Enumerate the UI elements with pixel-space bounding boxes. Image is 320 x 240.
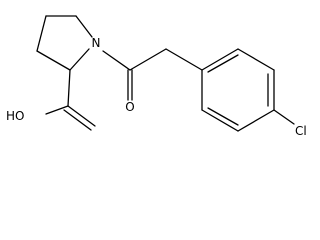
bond-carboxyl-double-o-a — [67, 105, 96, 127]
bond-aryl-1-inner — [207, 54, 239, 73]
bond-aryl-chlorine — [273, 109, 295, 125]
hydroxyl-label: HO — [6, 109, 24, 123]
bond-carbonyl-methylene — [129, 48, 167, 71]
bond-aryl-2 — [237, 48, 275, 71]
nitrogen-label: N — [92, 36, 101, 50]
acyl-chain — [102, 48, 203, 101]
bond-ring-nitrogen-alpha — [69, 48, 90, 71]
carboxylic-acid-group — [45, 69, 96, 131]
chlorophenyl-ring — [201, 48, 295, 132]
bond-aryl-1 — [201, 48, 239, 71]
carbonyl-oxygen-label: O — [125, 100, 134, 114]
bond-ring-right-upper — [75, 15, 93, 38]
bond-aryl-4 — [237, 109, 275, 132]
bond-carboxyl-double-o-b — [63, 109, 92, 131]
pyrrolidine-ring — [36, 15, 93, 71]
chemical-structure-diagram: N O HO Cl — [6, 15, 307, 138]
bond-aryl-5-inner — [207, 107, 239, 126]
bond-methylene-aryl — [165, 48, 203, 71]
bond-ring-left-lower — [36, 50, 71, 71]
chlorine-label: Cl — [295, 124, 307, 138]
bond-ring-left-upper — [36, 15, 47, 52]
bond-alpha-carboxyl — [67, 69, 71, 107]
bond-aryl-5 — [201, 109, 239, 132]
bond-nitrogen-carbonyl — [102, 50, 131, 71]
bond-carboxyl-hydroxyl — [45, 105, 69, 115]
